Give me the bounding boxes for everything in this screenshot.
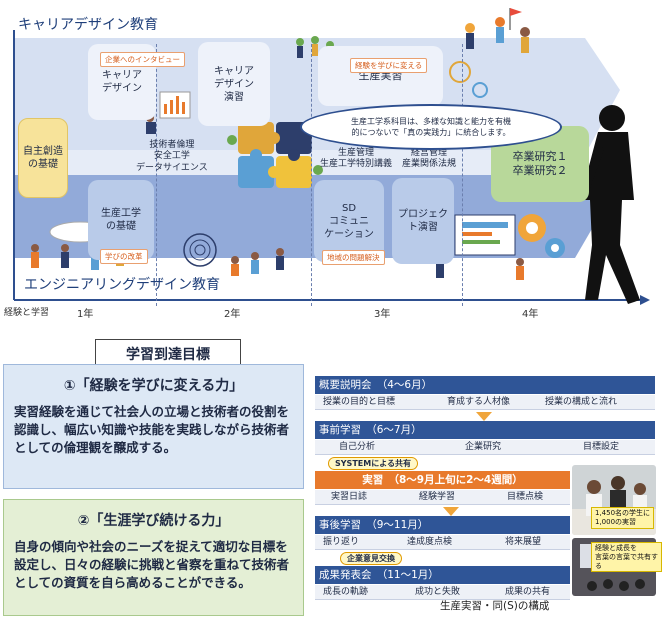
goal-2-panel: ②「生涯学び続ける力」 自身の傾向や社会のニーズを捉えて適切な目標を設定し、日々…	[3, 499, 304, 616]
integration-callout: 生産工学系科目は、多様な知識と能力を有機 的につないで「真の実践力」に統合します…	[300, 104, 562, 150]
learning-reform-tag: 学びの改革	[100, 249, 148, 264]
business-management-text: 経営管理 産業関係法規	[402, 148, 457, 170]
goal-1-title: ①「経験を学びに変える力」	[63, 378, 244, 394]
goal-1-panel: ①「経験を学びに変える力」 実習経験を通じて社会人の立場と技術者の役割を認識し、…	[3, 364, 304, 489]
flow-arrow-1	[476, 412, 492, 421]
learn-from-experience-tag: 経験を学びに変える	[350, 58, 428, 73]
phase-practice-items: 実習日誌 経験学習 目標点検	[315, 490, 570, 505]
goal-1-body: 実習経験を通じて社会人の立場と技術者の役割を認識し、幅広い知識や技能を実践しなが…	[14, 404, 290, 456]
item-structure: 授業の構成と流れ	[545, 397, 618, 407]
item-talent: 育成する人材像	[447, 397, 511, 407]
item-future-outlook: 将来展望	[505, 537, 542, 547]
ethics-safety-datascience-text: 技術者倫理 安全工学 データサイエンス	[136, 140, 208, 173]
project-practice-box: プロジェクト演習	[392, 178, 454, 264]
regional-problem-tag: 地域の問題解決	[322, 250, 385, 265]
item-goal-setting: 目標設定	[583, 442, 620, 452]
company-interview-tag: 企業へのインタビュー	[100, 52, 185, 67]
businessman-silhouette	[580, 105, 640, 304]
production-management-text: 生産管理 生産工学特別講義	[320, 148, 393, 170]
career-design-practice-box: キャリア デザイン 演習	[198, 42, 270, 126]
engineering-design-education-title: エンジニアリングデザイン教育	[24, 277, 220, 293]
company-exchange-label: 企業意見交換	[340, 552, 402, 565]
puzzle-illustration	[227, 122, 323, 188]
phase-pre-learning: 事前学習 （6～7月）	[315, 421, 655, 439]
item-goal-check: 目標点検	[507, 492, 544, 502]
item-practice-diary: 実習日誌	[331, 492, 368, 502]
item-growth-trajectory: 成長の軌跡	[323, 587, 369, 597]
sd-communication-box: SD コミュニ ケーション	[314, 180, 384, 262]
item-self-analysis: 自己分析	[339, 442, 376, 452]
presentation-photo-label: 経験と成長を 言葉の言葉で共有する	[591, 542, 662, 573]
item-company-research: 企業研究	[465, 442, 502, 452]
year-divider-3	[462, 44, 463, 306]
production-engineering-basics-box: 生産工学 の基礎	[88, 180, 154, 260]
item-experience-learning: 経験学習	[419, 492, 456, 502]
system-share-label: SYSTEMによる共有	[328, 457, 418, 470]
item-results-sharing: 成果の共有	[505, 587, 551, 597]
axis-label: 経験と学習	[4, 308, 50, 318]
item-reflection: 振り返り	[323, 537, 360, 547]
goal-2-body: 自身の傾向や社会のニーズを捉えて適切な目標を設定し、日々の経験に挑戦と省察を重ね…	[14, 539, 290, 591]
goal-2-title: ②「生涯学び続ける力」	[77, 513, 230, 529]
item-success-failure: 成功と失敗	[415, 587, 461, 597]
year-divider-2	[311, 44, 312, 306]
item-achievement-check: 達成度点検	[407, 537, 453, 547]
phase-pre-learning-items: 自己分析 企業研究 目標設定	[315, 440, 655, 455]
item-purpose: 授業の目的と目標	[323, 397, 396, 407]
career-design-education-title: キャリアデザイン教育	[18, 17, 158, 33]
phase-results-items: 成長の軌跡 成功と失敗 成果の共有	[315, 585, 570, 600]
practice-photo-label: 1,450名の学生に 1,000の実習	[591, 507, 655, 529]
axis-arrowhead	[640, 295, 650, 305]
year-3: 3年	[374, 309, 391, 320]
phase-results-presentation: 成果発表会 （11～1月）	[315, 566, 570, 584]
phase-overview-items: 授業の目的と目標 育成する人材像 授業の構成と流れ	[315, 395, 655, 410]
self-creation-basics-box: 自主創造 の基礎	[18, 118, 68, 198]
education-diagram: キャリアデザイン教育 エンジニアリングデザイン教育 自主創造 の基礎 キャリア …	[4, 8, 650, 320]
year-4: 4年	[522, 309, 539, 320]
phase-post-learning: 事後学習 （9～11月）	[315, 516, 570, 534]
year-divider-1	[156, 44, 157, 306]
structure-caption: 生産実習・同(S)の構成	[440, 600, 550, 612]
year-2: 2年	[224, 309, 241, 320]
phase-overview-session: 概要説明会 （4～6月）	[315, 376, 655, 394]
year-1: 1年	[77, 309, 94, 320]
phase-practice: 実習 （8～9月上旬に2～4週間）	[315, 471, 570, 489]
flow-arrow-2	[443, 507, 459, 516]
production-practice-box: 生産実習	[318, 46, 443, 106]
phase-post-learning-items: 振り返り 達成度点検 将来展望	[315, 535, 570, 550]
